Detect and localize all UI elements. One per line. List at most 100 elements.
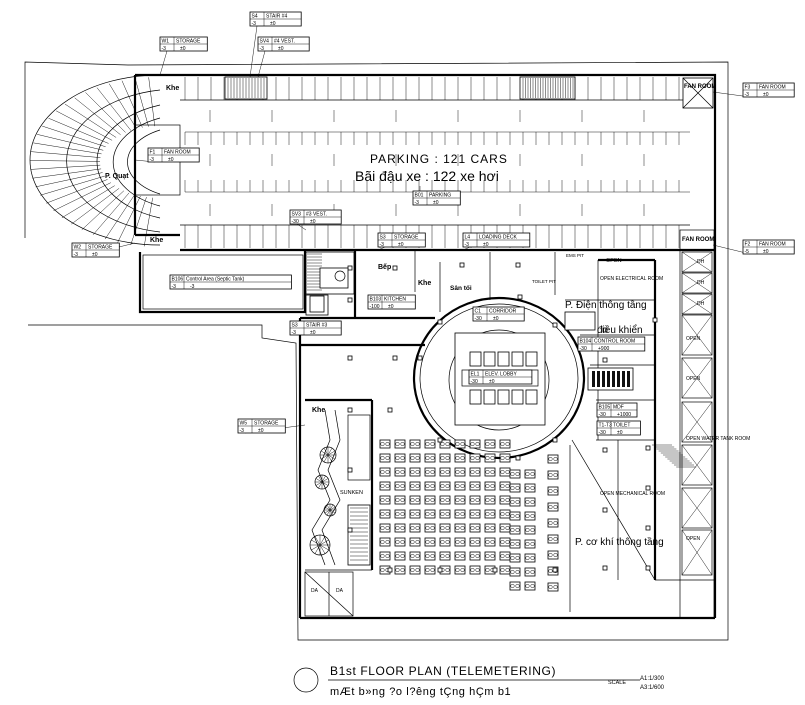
khe-label-2: Khe <box>150 237 163 244</box>
column <box>645 565 651 571</box>
tag-code: S3 <box>380 235 386 241</box>
room-label-da-2: DA <box>336 588 344 594</box>
elevator-car <box>469 389 482 405</box>
table <box>439 453 451 463</box>
chair <box>395 511 400 517</box>
chair <box>530 499 535 505</box>
chair <box>430 497 435 503</box>
ramp-tick <box>35 172 103 188</box>
tag-level-b: ±0 <box>168 157 174 163</box>
chair <box>530 527 535 533</box>
chair <box>553 536 558 542</box>
shaft-cross <box>681 444 713 486</box>
chair <box>430 441 435 447</box>
tag-name: CONTROL ROOM <box>594 339 635 345</box>
chair <box>525 499 530 505</box>
chair <box>430 567 435 573</box>
chair <box>475 455 480 461</box>
ramp-tick <box>85 92 126 133</box>
tag-level-a: -5 <box>745 249 750 255</box>
table <box>509 553 521 563</box>
table <box>509 581 521 591</box>
chair <box>515 569 520 575</box>
column <box>602 357 608 363</box>
table <box>484 495 496 505</box>
tree-branch <box>326 504 331 511</box>
column <box>552 437 558 443</box>
table <box>379 509 391 519</box>
table <box>439 551 451 561</box>
chair <box>410 469 415 475</box>
chair <box>430 525 435 531</box>
column <box>602 327 608 333</box>
table <box>454 467 466 477</box>
shaft-cell <box>681 272 713 294</box>
chair <box>553 472 558 478</box>
tree-branch <box>311 544 321 551</box>
chair <box>470 455 475 461</box>
tag-code: B01 <box>415 193 424 199</box>
table <box>454 565 466 575</box>
chair <box>470 469 475 475</box>
table <box>547 486 559 496</box>
column <box>645 445 651 451</box>
chair <box>380 441 385 447</box>
tree-branch <box>320 454 329 460</box>
chair <box>400 483 405 489</box>
chair <box>490 497 495 503</box>
chair <box>485 539 490 545</box>
column <box>347 527 353 533</box>
table <box>499 439 511 449</box>
ramp-tick <box>30 164 101 170</box>
chair <box>548 536 553 542</box>
drawing-subtitle: mÆt b»ng ?o l?êng tÇng hÇm b1 <box>330 686 511 698</box>
tag-level-a: -3 <box>252 21 257 27</box>
chair <box>530 541 535 547</box>
column <box>652 317 658 323</box>
chair <box>485 553 490 559</box>
chair <box>425 553 430 559</box>
tag-level-b: ±0 <box>270 21 276 27</box>
chair <box>485 455 490 461</box>
chair <box>400 567 405 573</box>
column <box>517 294 523 300</box>
table <box>499 495 511 505</box>
tag-level-b: ±0 <box>763 249 769 255</box>
chair <box>380 567 385 573</box>
chair <box>400 441 405 447</box>
tag-leader <box>462 246 471 251</box>
room-label-open-electrical: OPEN ELECTRICAL ROOM <box>600 276 663 282</box>
room-label-fan-room-r: FAN ROOM <box>682 237 714 243</box>
chair <box>395 497 400 503</box>
table <box>409 523 421 533</box>
ramp-tick <box>148 77 155 127</box>
table <box>409 495 421 505</box>
table <box>394 453 406 463</box>
chair <box>485 469 490 475</box>
room-label-dien-thong-tang: P. Điện thông tầng <box>565 299 647 311</box>
chair <box>470 483 475 489</box>
tag-level-b: ±0 <box>483 242 489 248</box>
chair <box>385 441 390 447</box>
chair <box>515 471 520 477</box>
chair <box>410 483 415 489</box>
tag-level-a: -30 <box>292 219 299 225</box>
chair <box>490 455 495 461</box>
switchgear-bar <box>592 371 595 387</box>
ramp-tick <box>143 197 153 247</box>
table <box>454 551 466 561</box>
chair <box>500 497 505 503</box>
tag-level-a: -30 <box>471 379 478 385</box>
table <box>409 509 421 519</box>
chair <box>490 441 495 447</box>
tag-level-b: ±0 <box>310 330 316 336</box>
chair <box>400 553 405 559</box>
